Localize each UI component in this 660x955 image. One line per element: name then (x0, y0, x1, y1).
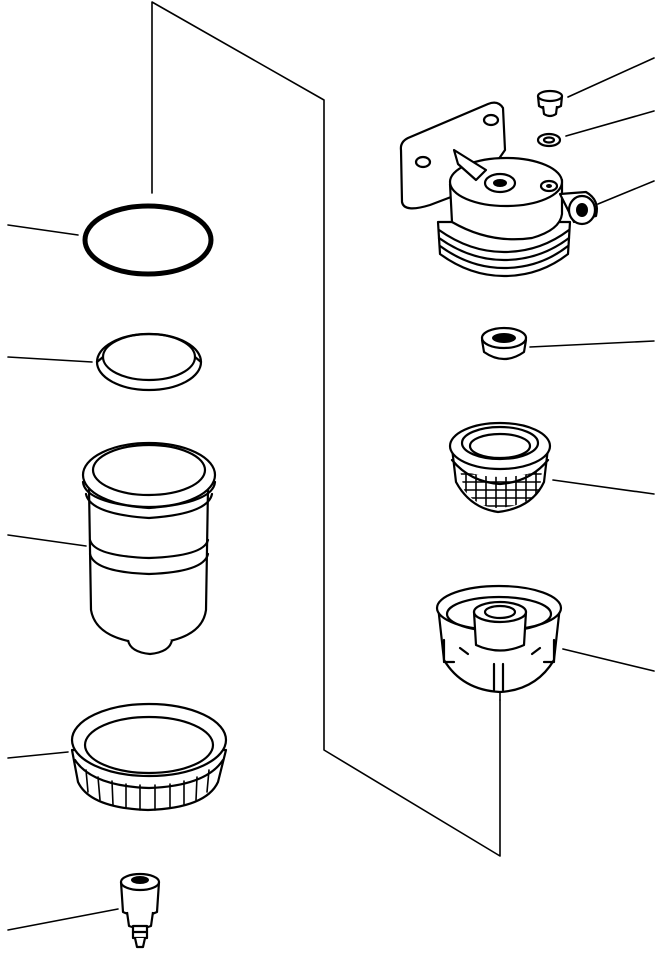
leader-drain-valve (7, 908, 119, 931)
mesh-strainer-icon (448, 421, 552, 514)
bowl-cap-icon (435, 584, 563, 701)
leader-grommet (529, 340, 655, 348)
leader-retaining-ring (7, 751, 69, 759)
plug-bolt-icon (536, 89, 564, 118)
filter-head-icon (399, 101, 598, 278)
leader-plug (567, 57, 655, 98)
leader-o-ring (7, 224, 79, 236)
leader-strainer (552, 479, 655, 495)
filter-cartridge-icon (81, 441, 217, 656)
leader-gasket (7, 356, 93, 363)
gasket-ring-icon (95, 332, 203, 392)
leader-washer (565, 110, 655, 137)
o-ring-icon (82, 203, 214, 277)
group-bracket-outline (151, 1, 501, 857)
grommet-icon (480, 326, 528, 361)
leader-lines (7, 57, 655, 931)
retaining-ring-icon (70, 702, 228, 812)
washer-icon (536, 132, 562, 148)
leader-filter-element (7, 534, 87, 547)
leader-filter-head (597, 180, 655, 205)
leader-bowl-cap (562, 648, 655, 672)
drain-valve-icon (119, 872, 161, 949)
